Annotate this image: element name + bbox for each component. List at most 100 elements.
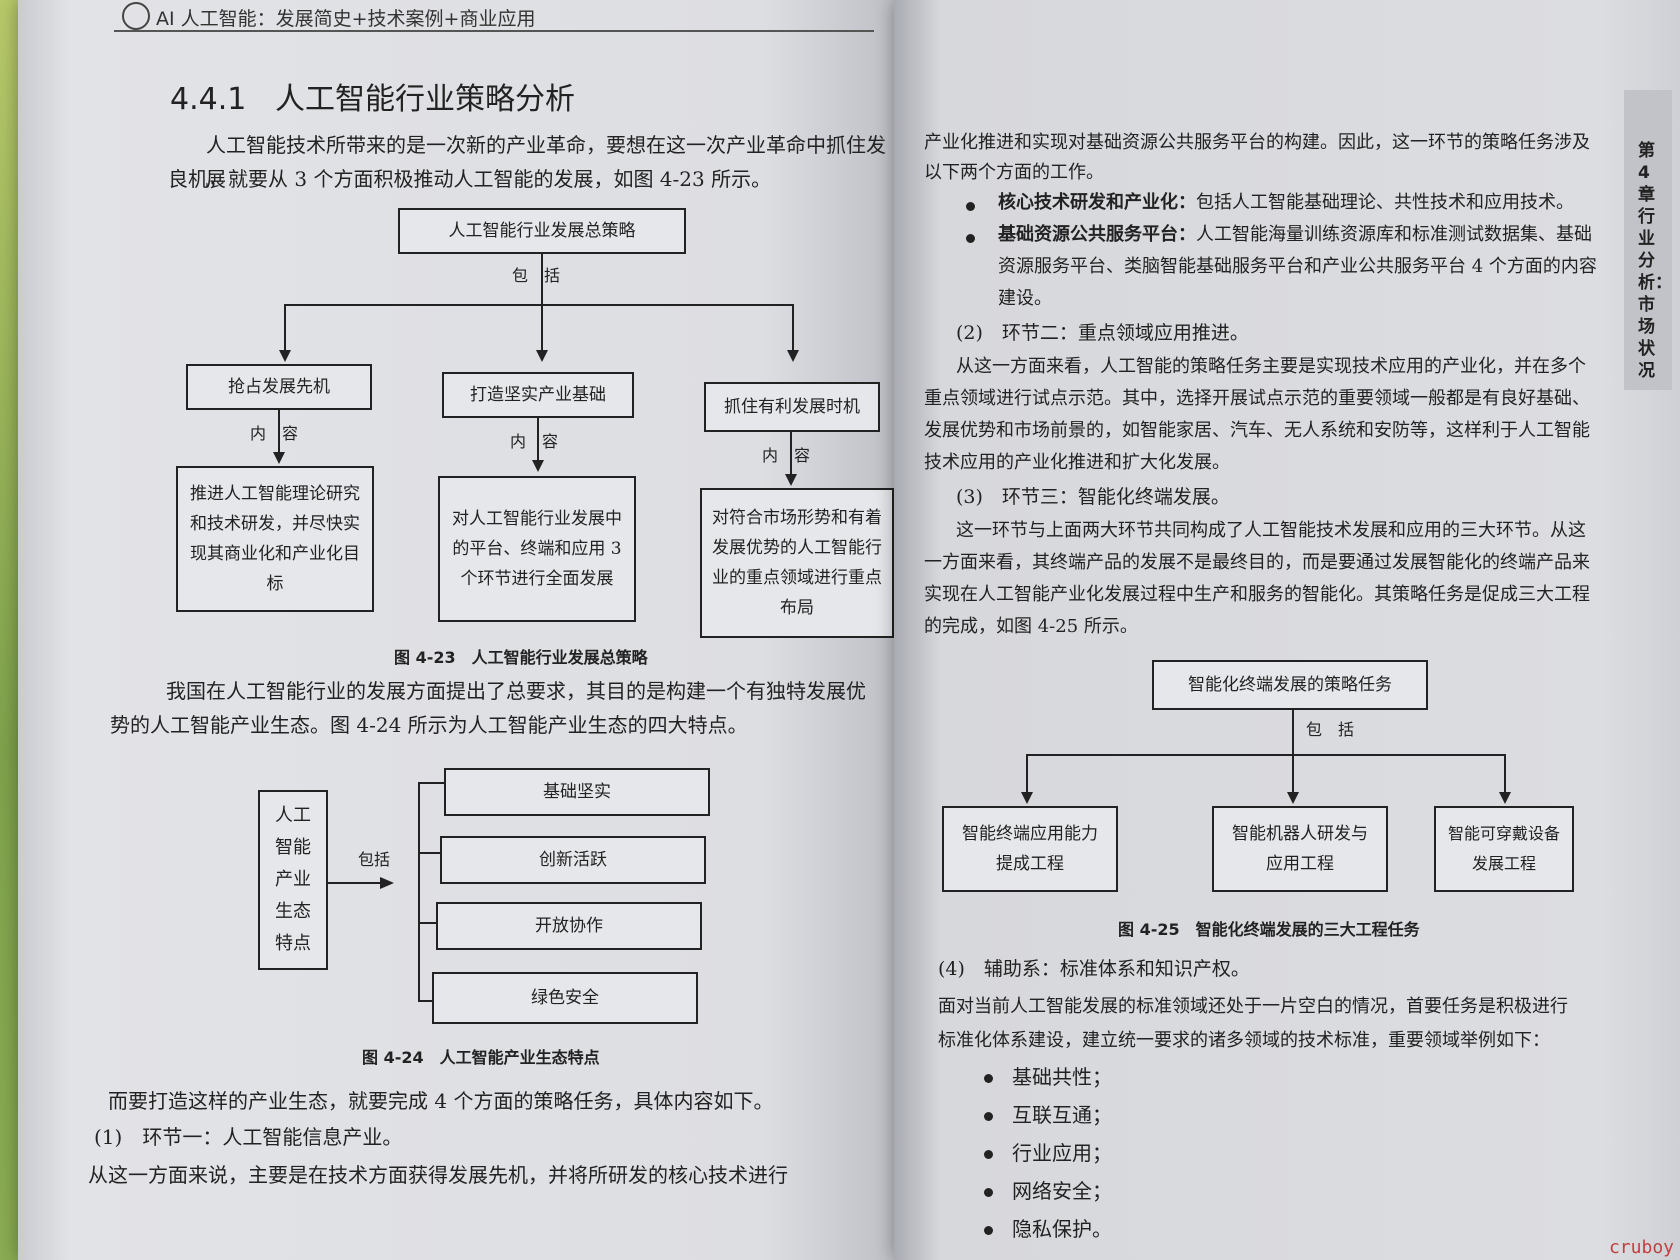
fig25-include-label: 包 括 [1306, 720, 1355, 739]
header-rule [114, 30, 874, 32]
section-title: 人工智能行业策略分析 [274, 82, 575, 117]
fig24-caption: 图 4-24 人工智能产业生态特点 [362, 1048, 600, 1067]
r-bullet1-rest: 包括人工智能基础理论、共性技术和应用技术。 [1196, 192, 1574, 213]
fig23-content-label1: 内 容 [250, 424, 299, 443]
fig24-brace-t1 [418, 782, 444, 784]
r-section4: (4) 辅助系：标准体系和知识产权。 [938, 958, 1250, 980]
fig23-content-label2: 内 容 [510, 432, 559, 451]
fig23-c2: 对人工智能行业发展中的平台、终端和应用 3 个环节进行全面发展 [438, 476, 636, 622]
fig23-c-arrow3 [785, 474, 797, 486]
fig23-c-arrow1 [273, 452, 285, 464]
fig25-branch [1026, 754, 1506, 756]
section-number: 4.4.1 [170, 82, 247, 117]
fig24-arrow [380, 877, 394, 889]
left-page: AI 人工智能：发展简史+技术案例+商业应用 4.4.1 人工智能行业策略分析 … [18, 0, 894, 1260]
fig25-c3: 智能可穿戴设备发展工程 [1434, 806, 1574, 892]
fig25-drop2 [1292, 754, 1294, 794]
running-header: AI 人工智能：发展简史+技术案例+商业应用 [156, 8, 536, 30]
list-bullet-5 [984, 1226, 993, 1235]
list-bullet-4 [984, 1188, 993, 1197]
fig23-arrow2 [536, 350, 548, 362]
fig23-drop1 [284, 304, 286, 352]
fig23-c-arrow2 [532, 460, 544, 472]
r-section2: (2) 环节二：重点领域应用推进。 [956, 322, 1249, 344]
r-p1-line1: 产业化推进和实现对基础资源公共服务平台的构建。因此，这一环节的策略任务涉及 [924, 132, 1590, 153]
para1-line1: 人工智能技术所带来的是一次新的产业革命，要想在这一次产业革命中抓住发展 [206, 133, 886, 191]
globe-icon [122, 2, 150, 30]
r-p1-line2: 以下两个方面的工作。 [924, 162, 1104, 183]
r-p3-line4: 的完成，如图 4-25 所示。 [924, 616, 1138, 637]
r-bullet2-line2: 资源服务平台、类脑智能基础服务平台和产业公共服务平台 4 个方面的内容 [998, 256, 1597, 277]
fig24-brace-t2 [418, 852, 440, 854]
para2-line2: 势的人工智能产业生态。图 4-24 所示为人工智能产业生态的四大特点。 [110, 713, 748, 737]
list-item-4: 网络安全； [1012, 1179, 1112, 1203]
fig24-left-box: 人工智能产业生态特点 [258, 790, 328, 970]
fig24-brace [418, 782, 420, 1002]
fig23-c3: 对符合市场形势和有着发展优势的人工智能行业的重点领域进行重点布局 [700, 488, 894, 638]
para1-line2: 良机，就要从 3 个方面积极推动人工智能的发展，如图 4-23 所示。 [168, 167, 772, 191]
fig25-caption: 图 4-25 智能化终端发展的三大工程任务 [1118, 920, 1420, 939]
list-bullet-3 [984, 1150, 993, 1159]
r-bullet1-text: 核心技术研发和产业化：包括人工智能基础理论、共性技术和应用技术。 [998, 186, 1574, 220]
list-item-1: 基础共性； [1012, 1065, 1112, 1089]
r-p3-line1: 这一环节与上面两大环节共同构成了人工智能技术发展和应用的三大环节。从这 [956, 520, 1586, 541]
fig23-b1: 抢占发展先机 [186, 364, 372, 410]
fig23-c-stem3 [790, 432, 792, 476]
r-bullet2-rest: 人工智能海量训练资源库和标准测试数据集、基础 [1196, 224, 1592, 245]
fig25-drop1 [1026, 754, 1028, 794]
r-p2-line2: 重点领域进行试点示范。其中，选择开展试点示范的重要领域一般都是有良好基础、 [924, 388, 1590, 409]
fig25-c1: 智能终端应用能力提成工程 [942, 806, 1118, 892]
fig23-drop2 [541, 304, 543, 352]
fig25-arrow1 [1021, 792, 1033, 804]
r-bullet2-bold: 基础资源公共服务平台： [998, 224, 1196, 245]
section-heading: 4.4.1 人工智能行业策略分析 [170, 74, 575, 118]
fig23-content-label3: 内 容 [762, 446, 811, 465]
fig23-arrow3 [787, 350, 799, 362]
r-bullet2 [966, 234, 975, 243]
r-bullet1 [966, 202, 975, 211]
r-p3-line2: 一方面来看，其终端产品的发展不是最终目的，而是要通过发展智能化的终端产品来 [924, 552, 1590, 573]
fig24-item3: 开放协作 [436, 902, 702, 950]
fig23-drop3 [792, 304, 794, 352]
list-bullet-2 [984, 1112, 993, 1121]
r-p4-line1: 面对当前人工智能发展的标准领域还处于一片空白的情况，首要任务是积极进行 [938, 996, 1568, 1017]
fig24-item2: 创新活跃 [440, 836, 706, 884]
r-p2-line4: 技术应用的产业化推进和扩大化发展。 [924, 452, 1230, 473]
fig23-c-stem2 [537, 418, 539, 462]
fig24-include-label: 包括 [358, 850, 391, 869]
right-page: 第4章 行业分析：市场状况 产业化推进和实现对基础资源公共服务平台的构建。因此，… [894, 0, 1680, 1260]
fig24-brace-t3 [418, 922, 436, 924]
fig23-c1: 推进人工智能理论研究和技术研发，并尽快实现其商业化和产业化目标 [176, 466, 374, 612]
fig25-arrow3 [1499, 792, 1511, 804]
list-bullet-1 [984, 1074, 993, 1083]
fig23-b2: 打造坚实产业基础 [442, 372, 634, 418]
fig25-c2: 智能机器人研发与应用工程 [1212, 806, 1388, 892]
list-item-2: 互联互通； [1012, 1103, 1112, 1127]
fig24-item4: 绿色安全 [432, 972, 698, 1024]
fig23-stem [541, 254, 543, 304]
r-p3-line3: 实现在人工智能产业化发展过程中生产和服务的智能化。其策略任务是促成三大工程 [924, 584, 1590, 605]
list-item-3: 行业应用； [1012, 1141, 1112, 1165]
list-item-5: 隐私保护。 [1012, 1217, 1112, 1241]
fig23-caption: 图 4-23 人工智能行业发展总策略 [394, 648, 648, 667]
r-bullet2-text: 基础资源公共服务平台：人工智能海量训练资源库和标准测试数据集、基础 [998, 218, 1592, 252]
fig23-c-stem1 [278, 410, 280, 454]
r-p4-line2: 标准化体系建设，建立统一要求的诸多领域的技术标准，重要领域举例如下： [938, 1030, 1550, 1051]
fig23-arrow1 [279, 350, 291, 362]
watermark: cruboy [1608, 1237, 1674, 1258]
fig25-stem [1292, 710, 1294, 754]
fig25-drop3 [1504, 754, 1506, 794]
para2-line1: 我国在人工智能行业的发展方面提出了总要求，其目的是构建一个有独特发展优 [166, 679, 866, 703]
fig25-top-box: 智能化终端发展的策略任务 [1152, 660, 1428, 710]
fig24-connector [328, 882, 384, 884]
para4: (1) 环节一：人工智能信息产业。 [94, 1125, 403, 1149]
fig24-item1: 基础坚实 [444, 768, 710, 816]
chapter-side-tab [1624, 90, 1672, 390]
fig23-branch [284, 304, 794, 306]
chapter-side-text: 第4章 行业分析：市场状况 [1638, 141, 1672, 381]
r-bullet1-bold: 核心技术研发和产业化： [998, 192, 1196, 213]
r-p2-line3: 发展优势和市场前景的，如智能家居、汽车、无人系统和安防等，这样利于人工智能 [924, 420, 1590, 441]
fig23-top-box: 人工智能行业发展总策略 [398, 208, 686, 254]
fig23-include-label: 包 括 [512, 266, 561, 285]
